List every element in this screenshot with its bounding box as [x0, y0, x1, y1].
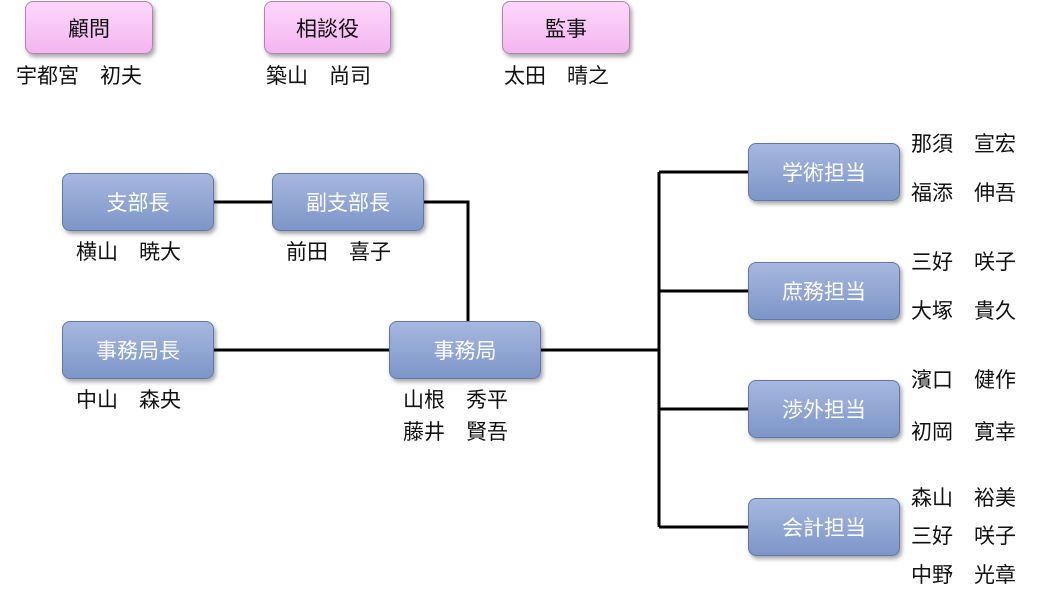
- branch-head-name: 横山 暁大: [76, 240, 181, 264]
- auditor-name: 太田 晴之: [504, 64, 609, 88]
- accounting-dept-member: 中野 光章: [911, 563, 1016, 587]
- office-member: 藤井 賢吾: [403, 420, 508, 444]
- vice-branch-head-box: 副支部長: [272, 173, 424, 231]
- office-head-box: 事務局長: [62, 321, 214, 379]
- academic-dept-box: 学術担当: [748, 143, 900, 201]
- consultant-box: 相談役: [264, 1, 391, 54]
- general-affairs-dept-member: 大塚 貴久: [911, 299, 1016, 323]
- auditor-box: 監事: [502, 1, 630, 54]
- external-affairs-dept-member: 濱口 健作: [911, 368, 1016, 392]
- office-member: 山根 秀平: [403, 388, 508, 412]
- vice-branch-head-name: 前田 喜子: [286, 240, 391, 264]
- academic-dept-member: 那須 宣宏: [911, 132, 1016, 156]
- branch-head-box: 支部長: [62, 173, 214, 231]
- advisor-box: 顧問: [25, 1, 153, 54]
- accounting-dept-member: 森山 裕美: [911, 486, 1016, 510]
- general-affairs-dept-box: 庶務担当: [748, 262, 900, 320]
- consultant-name: 築山 尚司: [266, 64, 371, 88]
- academic-dept-member: 福添 伸吾: [911, 181, 1016, 205]
- general-affairs-dept-member: 三好 咲子: [911, 250, 1016, 274]
- external-affairs-dept-box: 渉外担当: [748, 380, 900, 438]
- accounting-dept-box: 会計担当: [748, 498, 900, 556]
- office-box: 事務局: [389, 321, 541, 379]
- office-head-name: 中山 森央: [76, 388, 181, 412]
- external-affairs-dept-member: 初岡 寛幸: [911, 420, 1016, 444]
- advisor-name: 宇都宮 初夫: [16, 64, 142, 88]
- accounting-dept-member: 三好 咲子: [911, 524, 1016, 548]
